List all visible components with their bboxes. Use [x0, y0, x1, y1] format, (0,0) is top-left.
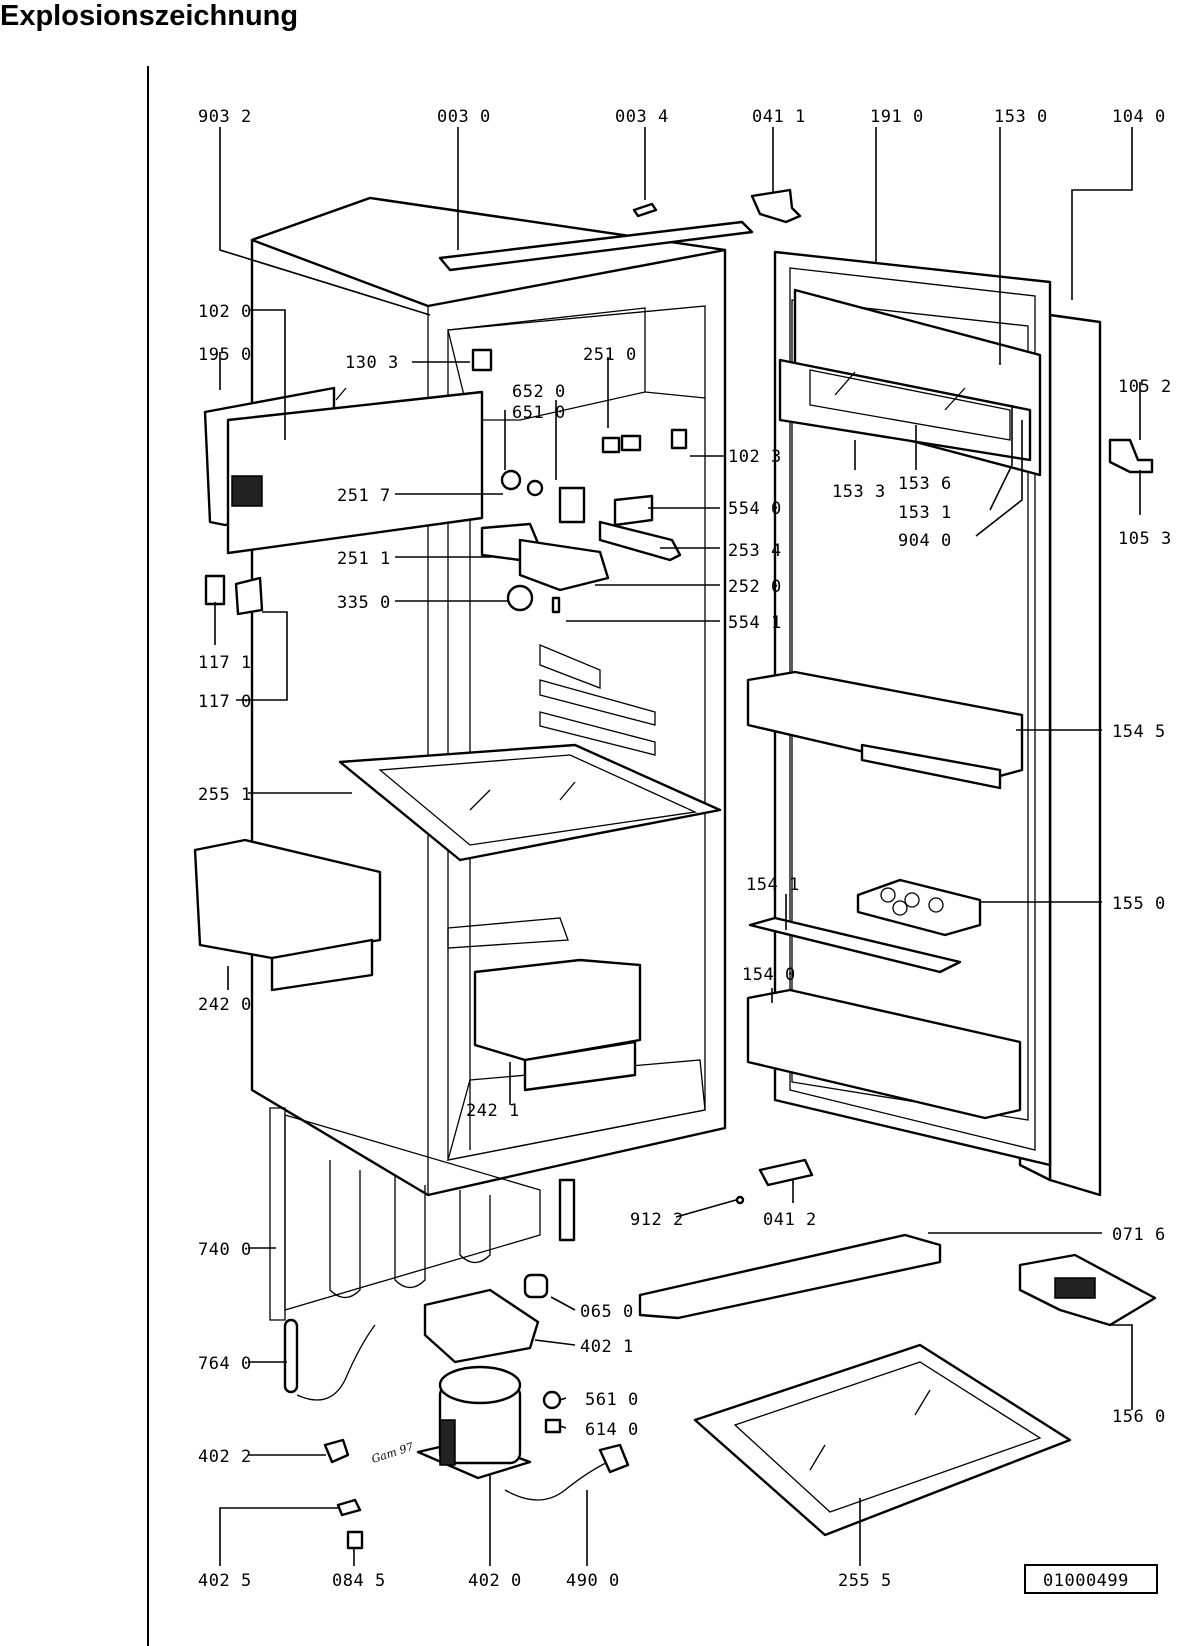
label-153-6: 153 6 — [898, 474, 952, 494]
part-labels: 903 2 003 0 003 4 041 1 191 0 153 0 104 … — [198, 107, 1172, 1591]
label-102-3: 102 3 — [728, 447, 782, 467]
label-154-1: 154 1 — [746, 875, 800, 895]
label-153-1: 153 1 — [898, 503, 952, 523]
label-153-0: 153 0 — [994, 107, 1048, 127]
label-740-0: 740 0 — [198, 1240, 252, 1260]
grommet — [523, 1273, 549, 1299]
overload-protector — [544, 1418, 562, 1434]
label-242-0: 242 0 — [198, 995, 252, 1015]
adjusting-foot — [346, 1530, 364, 1550]
label-155-0: 155 0 — [1112, 894, 1166, 914]
crisper-bin-left — [193, 838, 382, 992]
label-903-2: 903 2 — [198, 107, 252, 127]
label-117-1: 117 1 — [198, 653, 252, 673]
crisper-bin-inner — [447, 917, 642, 1092]
thermostat-assembly — [471, 348, 688, 614]
foot-cap — [323, 1438, 350, 1464]
label-402-5: 402 5 — [198, 1571, 252, 1591]
label-117-0: 117 0 — [198, 692, 252, 712]
base-rail — [638, 1233, 942, 1320]
label-252-0: 252 0 — [728, 577, 782, 597]
label-105-2: 105 2 — [1118, 377, 1172, 397]
door-shelf-upper — [746, 670, 1024, 790]
label-652-0: 652 0 — [512, 382, 566, 402]
bottle-retainer — [748, 916, 962, 974]
label-003-0: 003 0 — [437, 107, 491, 127]
label-065-0: 065 0 — [580, 1302, 634, 1322]
top-hinge — [750, 188, 802, 224]
label-490-0: 490 0 — [566, 1571, 620, 1591]
glass-shelf-upper — [338, 743, 722, 862]
hinge-screw — [735, 1195, 745, 1205]
drawing-number-box: 01000499 — [1024, 1564, 1158, 1594]
dairy-compartment — [778, 288, 1042, 477]
label-402-2: 402 2 — [198, 1447, 252, 1467]
label-084-5: 084 5 — [332, 1571, 386, 1591]
label-253-4: 253 4 — [728, 541, 782, 561]
drawing-number: 01000499 — [1043, 1571, 1129, 1591]
power-cord — [504, 1443, 630, 1501]
clip-bracket — [336, 1498, 362, 1517]
label-251-7: 251 7 — [337, 486, 391, 506]
bottom-hinge — [758, 1158, 814, 1187]
label-335-0: 335 0 — [337, 593, 391, 613]
label-912-2: 912 2 — [630, 1210, 684, 1230]
compressor-bracket — [423, 1288, 540, 1364]
door-hinge-right — [1108, 438, 1154, 474]
label-904-0: 904 0 — [898, 531, 952, 551]
label-554-1: 554 1 — [728, 613, 782, 633]
label-130-3: 130 3 — [345, 353, 399, 373]
label-255-1: 255 1 — [198, 785, 252, 805]
egg-tray — [856, 878, 982, 937]
capillary-tube — [283, 1318, 376, 1401]
door-shelf-lower — [746, 988, 1022, 1120]
compressor — [416, 1365, 532, 1480]
label-251-1: 251 1 — [337, 549, 391, 569]
signature: Gam 97 — [370, 1440, 415, 1466]
top-clip — [632, 202, 658, 218]
top-rail — [438, 220, 754, 272]
label-191-0: 191 0 — [870, 107, 924, 127]
label-242-1: 242 1 — [466, 1101, 520, 1121]
label-041-2: 041 2 — [763, 1210, 817, 1230]
relay — [542, 1390, 562, 1410]
label-154-5: 154 5 — [1112, 722, 1166, 742]
label-651-0: 651 0 — [512, 403, 566, 423]
label-071-6: 071 6 — [1112, 1225, 1166, 1245]
label-764-0: 764 0 — [198, 1354, 252, 1374]
label-154-0: 154 0 — [742, 965, 796, 985]
evaporator-cover — [203, 386, 484, 555]
label-255-5: 255 5 — [838, 1571, 892, 1591]
ice-cube-tray — [1018, 1253, 1157, 1327]
label-102-0: 102 0 — [198, 302, 252, 322]
shelf-rails — [539, 644, 656, 756]
lamp-holder — [204, 574, 264, 616]
glass-shelf-lower — [693, 1343, 1072, 1537]
label-105-3: 105 3 — [1118, 529, 1172, 549]
label-104-0: 104 0 — [1112, 107, 1166, 127]
label-614-0: 614 0 — [585, 1420, 639, 1440]
label-003-4: 003 4 — [615, 107, 669, 127]
label-402-1: 402 1 — [580, 1337, 634, 1357]
leader-lines — [214, 127, 1141, 1566]
label-153-3: 153 3 — [832, 482, 886, 502]
frame-divider-line — [147, 66, 149, 1646]
label-195-0: 195 0 — [198, 345, 252, 365]
label-561-0: 561 0 — [585, 1390, 639, 1410]
condenser — [269, 1107, 576, 1321]
page-title: Explosionszeichnung — [0, 0, 299, 32]
label-041-1: 041 1 — [752, 107, 806, 127]
label-251-0: 251 0 — [583, 345, 637, 365]
label-402-0: 402 0 — [468, 1571, 522, 1591]
label-156-0: 156 0 — [1112, 1407, 1166, 1427]
label-554-0: 554 0 — [728, 499, 782, 519]
